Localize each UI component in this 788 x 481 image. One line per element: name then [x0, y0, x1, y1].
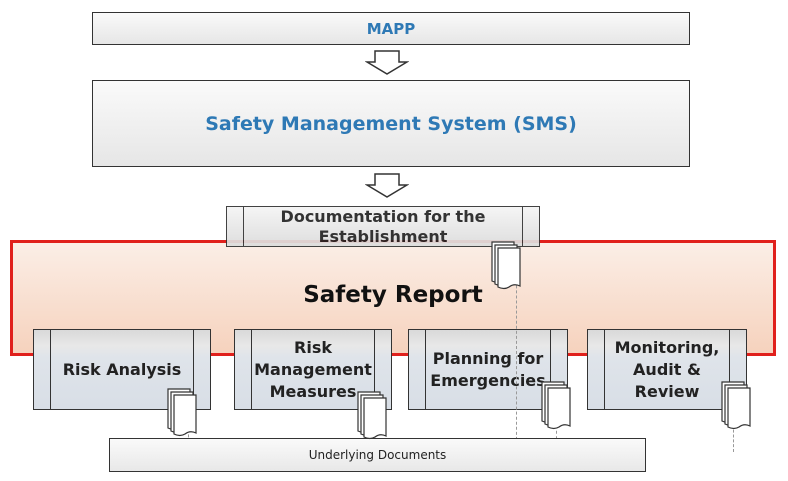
down-arrow-icon: [365, 173, 409, 198]
sms-box: Safety Management System (SMS): [92, 80, 690, 167]
documentation-box: Documentation for the Establishment: [226, 206, 540, 247]
down-arrow-icon: [365, 50, 409, 75]
document-stack-icon: [357, 391, 387, 440]
connector-line: [733, 420, 734, 452]
mapp-label: MAPP: [366, 19, 416, 38]
underlying-documents-box: Underlying Documents: [109, 438, 646, 472]
documentation-label: Documentation for the Establishment: [280, 206, 486, 246]
connector-line: [516, 250, 517, 450]
safety-report-title: Safety Report: [303, 282, 483, 308]
sms-label: Safety Management System (SMS): [205, 112, 577, 135]
process-label: Planning for Emergencies: [430, 348, 546, 390]
connector-line: [556, 420, 557, 450]
mapp-box: MAPP: [92, 12, 690, 45]
process-label: Risk Analysis: [62, 359, 182, 379]
process-planning-emergencies: Planning for Emergencies: [408, 329, 568, 410]
process-label: Risk Management Measures: [254, 337, 372, 401]
process-label: Monitoring, Audit & Review: [614, 337, 720, 401]
process-risk-management: Risk Management Measures: [234, 329, 392, 410]
underlying-label: Underlying Documents: [308, 448, 447, 462]
document-stack-icon: [491, 241, 521, 290]
document-stack-icon: [721, 381, 751, 430]
document-stack-icon: [541, 381, 571, 430]
document-stack-icon: [167, 388, 197, 437]
process-monitoring-audit: Monitoring, Audit & Review: [587, 329, 747, 410]
